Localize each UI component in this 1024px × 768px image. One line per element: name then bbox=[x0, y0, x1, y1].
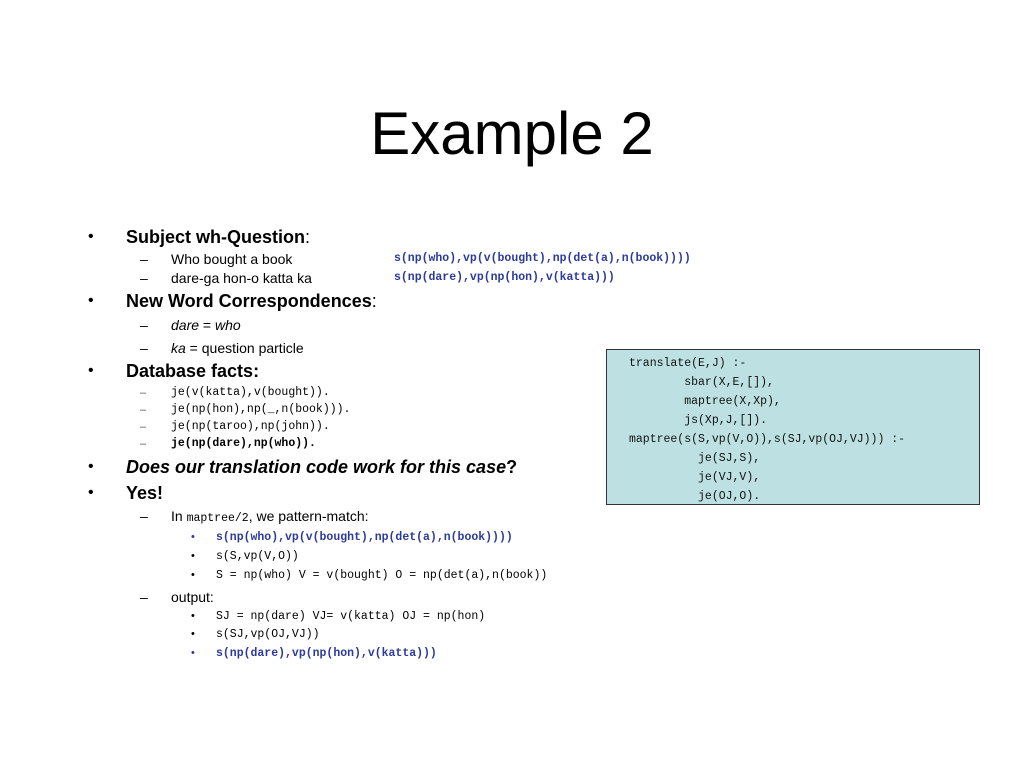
question-text: Does our translation code work for this … bbox=[126, 457, 507, 477]
new-words-heading-text: New Word Correspondences bbox=[126, 291, 372, 311]
maptree-code: maptree/2 bbox=[186, 512, 249, 525]
code-line: maptree(s(S,vp(V,O)),s(SJ,vp(OJ,VJ))) :- bbox=[629, 433, 906, 446]
japanese-parse-tree: s(np(dare),vp(np(hon),v(katta))) bbox=[394, 271, 615, 284]
yes-heading: Yes! bbox=[126, 483, 164, 503]
database-fact-new: je(np(dare),np(who)). bbox=[171, 437, 316, 450]
dash-marker: – bbox=[140, 251, 148, 267]
output-line: s(SJ,vp(OJ,VJ)) bbox=[216, 628, 320, 641]
sub-bullet-marker: • bbox=[191, 569, 195, 581]
dash-marker: – bbox=[140, 387, 147, 399]
output-line-final: s(np(dare),vp(np(hon),v(katta))) bbox=[216, 647, 437, 660]
output-line: SJ = np(dare) VJ= v(katta) OJ = np(hon) bbox=[216, 610, 486, 623]
subject-wh-heading-text: Subject wh-Question bbox=[126, 227, 306, 247]
code-line: je(SJ,S), bbox=[629, 452, 761, 465]
code-line: je(OJ,O). bbox=[629, 490, 761, 503]
sub-bullet-marker: • bbox=[191, 628, 195, 640]
bullet-marker: • bbox=[88, 292, 94, 309]
dash-marker: – bbox=[140, 438, 147, 450]
code-line: maptree(X,Xp), bbox=[629, 395, 781, 408]
output-label: output: bbox=[171, 589, 214, 605]
database-fact: je(v(katta),v(bought)). bbox=[171, 386, 330, 399]
bullet-marker: • bbox=[88, 484, 94, 501]
in-suffix: , we pattern-match: bbox=[248, 508, 369, 524]
dash-marker: – bbox=[140, 340, 148, 356]
english-parse-tree: s(np(who),vp(v(bought),np(det(a),n(book)… bbox=[394, 252, 691, 265]
bullet-marker: • bbox=[88, 362, 94, 379]
match-line: s(np(who),vp(v(bought),np(det(a),n(book)… bbox=[216, 531, 513, 544]
word-term: ka bbox=[171, 340, 186, 356]
japanese-sentence: dare-ga hon-o katta ka bbox=[171, 270, 312, 286]
sub-bullet-marker: • bbox=[191, 550, 195, 562]
slide-title: Example 2 bbox=[370, 100, 654, 167]
english-sentence: Who bought a book bbox=[171, 251, 293, 267]
match-line: s(S,vp(V,O)) bbox=[216, 550, 299, 563]
dash-marker: – bbox=[140, 421, 147, 433]
subject-wh-heading: Subject wh-Question: bbox=[126, 227, 310, 248]
sub-bullet-marker: • bbox=[191, 531, 195, 543]
word-pair-dare: dare = who bbox=[171, 317, 241, 333]
subject-wh-colon: : bbox=[305, 227, 311, 247]
dash-marker: – bbox=[140, 404, 147, 416]
database-fact: je(np(hon),np(_,n(book))). bbox=[171, 403, 351, 416]
new-words-colon: : bbox=[371, 291, 377, 311]
dash-marker: – bbox=[140, 317, 148, 333]
database-fact: je(np(taroo),np(john)). bbox=[171, 420, 330, 433]
word-meaning: who bbox=[215, 317, 241, 333]
sub-bullet-marker: • bbox=[191, 610, 195, 622]
in-prefix: In bbox=[171, 508, 187, 524]
code-line: translate(E,J) :- bbox=[629, 357, 747, 370]
code-box: translate(E,J) :- sbar(X,E,[]), maptree(… bbox=[606, 349, 980, 505]
question-line: Does our translation code work for this … bbox=[126, 457, 517, 478]
dash-marker: – bbox=[140, 270, 148, 286]
pattern-match-line: In maptree/2, we pattern-match: bbox=[171, 508, 369, 525]
word-pair-ka: ka = question particle bbox=[171, 340, 304, 356]
word-equals: = bbox=[199, 317, 215, 333]
code-line: sbar(X,E,[]), bbox=[629, 376, 774, 389]
dash-marker: – bbox=[140, 589, 148, 605]
database-heading: Database facts: bbox=[126, 361, 260, 381]
code-line: je(VJ,V), bbox=[629, 471, 761, 484]
bullet-marker: • bbox=[88, 228, 94, 245]
new-words-heading: New Word Correspondences: bbox=[126, 291, 377, 312]
code-line: js(Xp,J,[]). bbox=[629, 414, 768, 427]
word-term: dare bbox=[171, 317, 200, 333]
match-line: S = np(who) V = v(bought) O = np(det(a),… bbox=[216, 569, 548, 582]
sub-bullet-marker: • bbox=[191, 647, 195, 659]
word-equals: = question particle bbox=[185, 340, 304, 356]
bullet-marker: • bbox=[88, 458, 94, 475]
dash-marker: – bbox=[140, 508, 148, 524]
question-mark: ? bbox=[506, 457, 518, 477]
